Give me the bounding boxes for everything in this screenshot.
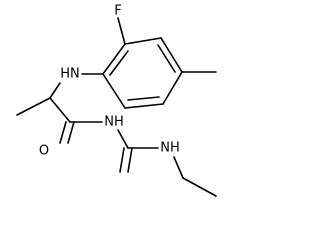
ring-bond-3-inner: [157, 44, 176, 73]
ring-bond-3: [160, 37, 183, 73]
urea-carbonyl-bond-b: [127, 147, 133, 173]
fluorine-label: F: [114, 4, 121, 19]
amine-nh-label: HN: [60, 67, 80, 82]
imide-nh-label: NH: [104, 115, 124, 130]
urea-carbonyl-bond-a: [119, 147, 125, 173]
ring-bond-1: [102, 43, 126, 75]
carbonyl-double-bond-a: [59, 121, 67, 144]
ring-bond-5-inner: [127, 96, 160, 101]
ring-bond-5: [124, 103, 164, 109]
terminal-nh-label: NH: [160, 141, 180, 156]
imide-to-urea-carbon-bond: [117, 129, 129, 149]
ring-bond-2: [124, 37, 162, 45]
aromatic-ring: [102, 37, 183, 109]
carbonyl-double-bond-b: [67, 121, 75, 144]
alpha-to-carbonyl-bond: [49, 97, 71, 123]
ring-bond-6: [102, 73, 126, 109]
carbonyl-oxygen-label: O: [39, 144, 49, 159]
ring-bond-4: [162, 71, 183, 105]
molecule-structure: F HN O NH NH: [16, 4, 217, 197]
nh-to-ethyl-bond: [173, 156, 184, 179]
alpha-methyl-bond: [16, 97, 51, 116]
amine-to-alpha-carbon-bond: [49, 82, 61, 99]
ring-bond-1-inner: [109, 50, 129, 76]
fluoro-bond: [117, 17, 126, 45]
ethyl-bond: [182, 177, 217, 197]
